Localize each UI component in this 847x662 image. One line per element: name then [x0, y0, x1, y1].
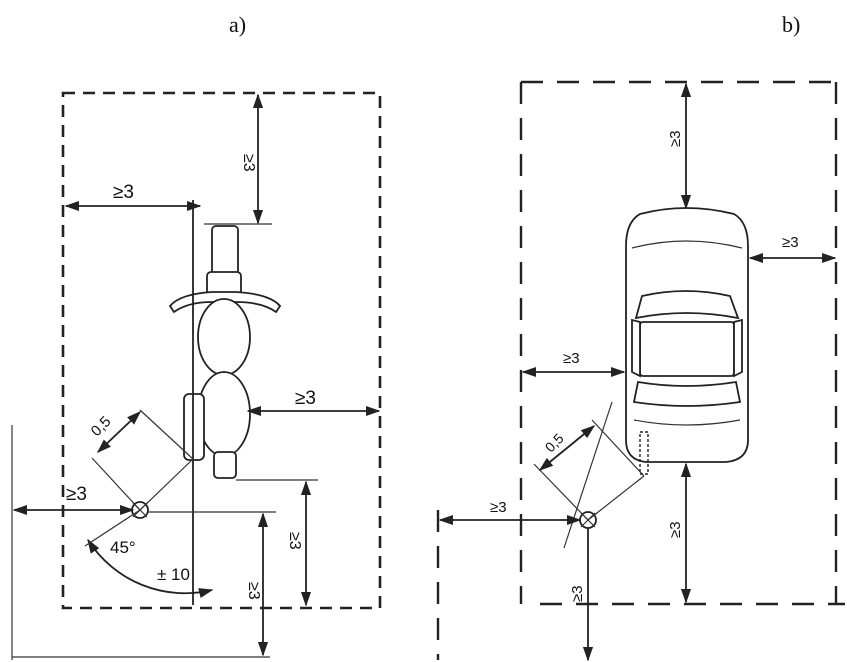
car-left-window	[631, 318, 641, 378]
car-dim-left-label: ≥3	[563, 350, 580, 367]
angle-ray	[84, 509, 141, 547]
dim-bottom-outer-label: ≥3	[245, 582, 262, 600]
car-roof	[639, 321, 735, 377]
car-trunk-line	[633, 419, 741, 426]
panel-a-label: a)	[229, 12, 247, 37]
car-right-window	[733, 318, 743, 378]
car-rear-window	[632, 380, 742, 407]
car-sensor-offset-extension	[533, 463, 589, 521]
dim-angle-arc	[87, 538, 214, 598]
panel-b-label: b)	[782, 12, 801, 37]
car-dim-right-label: ≥3	[782, 234, 799, 251]
dim-bottom-inner-label: ≥3	[286, 532, 303, 550]
panel-a-diagram: ≥3 ≥3 ≥3 0,5 ≥3 45° ± 10 ≥3 ≥3	[11, 91, 382, 660]
car-hood-line	[631, 240, 743, 249]
dim-left-lower-label: ≥3	[66, 484, 87, 505]
motorcycle-test-zone	[61, 91, 382, 610]
car-dim-bottom-label: ≥3	[667, 521, 684, 538]
motorcycle-seat	[197, 371, 251, 457]
car-dim-left-outer-label: ≥3	[490, 499, 507, 516]
sensor-offset-line	[139, 458, 194, 511]
car-icon	[625, 207, 749, 475]
dim-right-label: ≥3	[295, 388, 316, 409]
motorcycle-tank	[197, 298, 251, 376]
car-dim-top-label: ≥3	[667, 130, 684, 147]
car-sensor-offset-line	[587, 475, 645, 521]
dim-tolerance-label: ± 10	[157, 565, 190, 584]
sensor-offset-extension	[139, 409, 194, 460]
motorcycle-exhaust	[183, 393, 205, 461]
car-sensor-offset-extension	[591, 419, 645, 477]
sensor-offset-extension	[91, 457, 141, 511]
dim-angle-label: 45°	[110, 538, 136, 557]
motorcycle-rear-wheel	[213, 451, 237, 479]
motorcycle-front-wheel	[211, 225, 239, 279]
dim-left-upper-label: ≥3	[113, 182, 134, 203]
dim-top-label: ≥3	[240, 154, 257, 172]
panel-b-diagram: ≥3 ≥3 ≥3 ≥3 0,5 ≥3 ≥3	[436, 80, 845, 662]
car-windshield	[634, 290, 740, 320]
car-dim-bottom-outer-label: ≥3	[569, 585, 586, 602]
dim-sensor-offset-label: 0,5	[88, 413, 115, 440]
car-dim-sensor-offset-arrow	[538, 425, 596, 471]
dim-sensor-offset-arrow	[96, 411, 142, 453]
motorcycle-icon	[168, 225, 282, 479]
